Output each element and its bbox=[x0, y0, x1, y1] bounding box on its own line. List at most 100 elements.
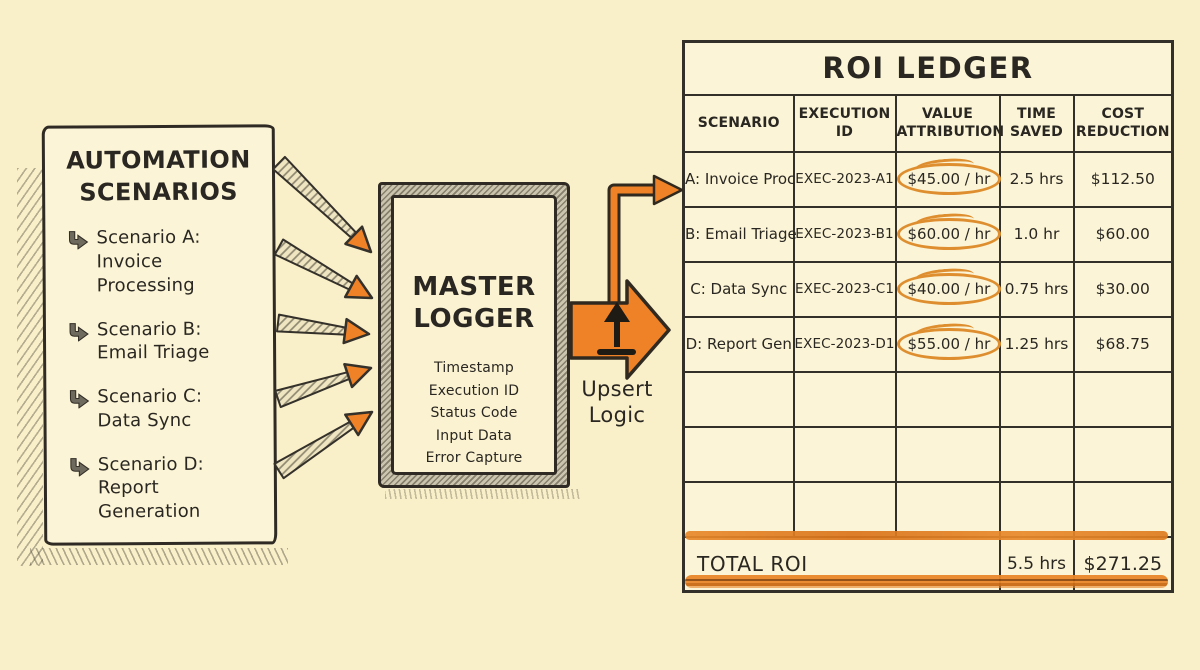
scenario-item-b: Scenario B: Email Triage bbox=[68, 317, 263, 366]
upsert-icon bbox=[597, 302, 636, 355]
scenario-arrows bbox=[272, 155, 374, 480]
cell-value-attribution: $55.00 / hr bbox=[894, 315, 1002, 373]
table-row-empty bbox=[682, 425, 1174, 483]
logger-title: MASTER LOGGER bbox=[412, 272, 535, 335]
value-highlight-circle: $40.00 / hr bbox=[896, 273, 1002, 305]
scenario-arrow bbox=[274, 362, 373, 409]
empty-cell bbox=[682, 425, 795, 483]
cell-cost-reduction: $112.50 bbox=[1072, 150, 1174, 208]
scenario-a-label: Scenario A: bbox=[96, 227, 201, 249]
cell-execution-id: EXEC-2023-C1 bbox=[792, 260, 897, 318]
scenario-b-detail: Email Triage bbox=[97, 342, 210, 364]
logger-field-list: Timestamp Execution ID Status Code Input… bbox=[426, 357, 523, 469]
empty-cell bbox=[998, 425, 1075, 483]
empty-cell bbox=[792, 480, 897, 538]
ledger-title: ROI LEDGER bbox=[682, 40, 1174, 96]
cell-scenario: C: Data Sync bbox=[682, 260, 795, 318]
col-header-scenario: SCENARIO bbox=[682, 93, 795, 153]
left-panel-bottom-hatch bbox=[30, 548, 288, 565]
empty-cell bbox=[682, 480, 795, 538]
scenario-arrow bbox=[276, 313, 371, 345]
branch-arrow-icon bbox=[69, 390, 90, 409]
logger-title-line2: LOGGER bbox=[413, 303, 535, 334]
branch-arrow-icon bbox=[69, 322, 89, 342]
cell-time-saved: 1.25 hrs bbox=[998, 315, 1075, 373]
scenario-d-label: Scenario D: bbox=[97, 453, 204, 475]
row-a-connector-arrow bbox=[607, 174, 684, 308]
scenario-item-d: Scenario D: Report Generation bbox=[69, 452, 264, 524]
table-row-c: C: Data Sync EXEC-2023-C1 $40.00 / hr 0.… bbox=[682, 260, 1174, 318]
automation-scenarios-panel: AUTOMATION SCENARIOS Scenario A: Invoice… bbox=[41, 124, 278, 546]
scenario-item-c: Scenario C: Data Sync bbox=[68, 384, 263, 433]
cell-scenario: D: Report Gen bbox=[682, 315, 795, 373]
scenario-c-label: Scenario C: bbox=[97, 385, 203, 408]
cell-cost-reduction: $60.00 bbox=[1072, 205, 1174, 263]
empty-cell bbox=[682, 370, 795, 428]
col-header-execution-id: EXECUTION ID bbox=[792, 93, 897, 153]
scenario-a-detail: Invoice Processing bbox=[96, 251, 195, 297]
cell-time-saved: 2.5 hrs bbox=[998, 150, 1075, 208]
branch-arrow-icon bbox=[68, 231, 89, 250]
cell-time-saved: 1.0 hr bbox=[998, 205, 1075, 263]
logger-title-line1: MASTER bbox=[412, 272, 536, 302]
scenario-arrow bbox=[272, 155, 373, 254]
upsert-label-line2: Logic bbox=[588, 403, 646, 428]
cell-value-attribution: $45.00 / hr bbox=[894, 150, 1002, 208]
empty-cell bbox=[1072, 370, 1174, 428]
col-header-cost-reduction: COST REDUCTION bbox=[1072, 93, 1174, 153]
col-header-value-attribution: VALUE ATTRIBUTION bbox=[894, 93, 1004, 153]
table-row-empty bbox=[682, 480, 1174, 538]
scenario-b-label: Scenario B: bbox=[96, 318, 202, 340]
table-row-a: A: Invoice Proc EXEC-2023-A1 $45.00 / hr… bbox=[682, 150, 1174, 208]
table-row-d: D: Report Gen EXEC-2023-D1 $55.00 / hr 1… bbox=[682, 315, 1174, 373]
cell-value-attribution: $60.00 / hr bbox=[894, 205, 1002, 263]
logger-field-status-code: Status Code bbox=[430, 405, 518, 422]
empty-cell bbox=[792, 370, 897, 428]
empty-cell bbox=[792, 425, 897, 483]
total-highlight-line-top bbox=[685, 531, 1168, 540]
branch-arrow-icon bbox=[70, 457, 90, 477]
scenario-d-detail: Report Generation bbox=[97, 477, 201, 523]
scenarios-title-line1: AUTOMATION bbox=[66, 145, 251, 175]
col-header-time-saved: TIME SAVED bbox=[998, 93, 1075, 153]
cell-scenario: A: Invoice Proc bbox=[682, 150, 795, 208]
cell-scenario: B: Email Triage bbox=[682, 205, 797, 263]
value-highlight-circle: $45.00 / hr bbox=[896, 163, 1002, 195]
value-highlight-circle: $60.00 / hr bbox=[896, 218, 1002, 250]
table-row-empty bbox=[682, 370, 1174, 428]
logger-field-execution-id: Execution ID bbox=[428, 382, 520, 399]
cell-time-saved: 0.75 hrs bbox=[998, 260, 1075, 318]
empty-cell bbox=[998, 480, 1075, 538]
upsert-logic-label: Upsert Logic bbox=[577, 376, 657, 429]
value-highlight-circle: $55.00 / hr bbox=[896, 328, 1002, 360]
total-highlight-line-bottom bbox=[685, 575, 1168, 588]
upsert-label-line1: Upsert bbox=[581, 377, 653, 401]
logger-field-timestamp: Timestamp bbox=[434, 360, 514, 377]
roi-ledger-table: ROI LEDGER SCENARIO EXECUTION ID VALUE A… bbox=[682, 40, 1175, 593]
logger-field-error-capture: Error Capture bbox=[425, 450, 523, 466]
scenario-item-a: Scenario A: Invoice Processing bbox=[67, 226, 262, 298]
table-row-b: B: Email Triage EXEC-2023-B1 $60.00 / hr… bbox=[682, 205, 1174, 263]
empty-cell bbox=[1072, 425, 1174, 483]
empty-cell bbox=[894, 480, 1001, 538]
scenario-arrow bbox=[273, 238, 374, 300]
scenarios-panel-title: AUTOMATION SCENARIOS bbox=[55, 144, 262, 209]
empty-cell bbox=[1072, 480, 1174, 538]
cell-cost-reduction: $68.75 bbox=[1072, 315, 1174, 373]
cell-execution-id: EXEC-2023-D1 bbox=[792, 315, 897, 373]
master-logger-node: MASTER LOGGER Timestamp Execution ID Sta… bbox=[378, 182, 570, 488]
cell-execution-id: EXEC-2023-B1 bbox=[792, 205, 897, 263]
cell-execution-id: EXEC-2023-A1 bbox=[792, 150, 897, 208]
logger-field-input-data: Input Data bbox=[435, 427, 513, 444]
empty-cell bbox=[894, 370, 1001, 428]
cell-value-attribution: $40.00 / hr bbox=[894, 260, 1002, 318]
empty-cell bbox=[998, 370, 1075, 428]
scenario-list: Scenario A: Invoice Processing Scenario … bbox=[67, 226, 264, 525]
logger-bottom-hatch bbox=[385, 489, 581, 499]
empty-cell bbox=[894, 425, 1001, 483]
upsert-arrow bbox=[569, 279, 671, 380]
scenario-arrow bbox=[273, 410, 374, 480]
cell-cost-reduction: $30.00 bbox=[1072, 260, 1174, 318]
left-panel-shadow-hatch bbox=[17, 168, 43, 566]
